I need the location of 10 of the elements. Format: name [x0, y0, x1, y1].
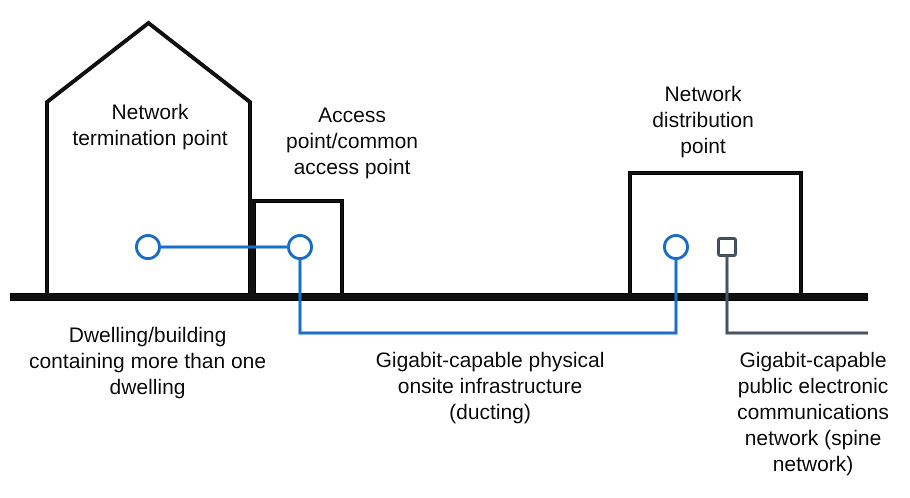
- building-label: Dwelling/building containing more than one dwelling: [28, 323, 267, 401]
- cable-line: [726, 257, 868, 334]
- edge-label: Gigabit-capable public electronic communications network (spine network): [736, 348, 890, 478]
- cable-line: [161, 246, 287, 248]
- network-port: [717, 237, 737, 257]
- edge-label: Gigabit-capable physical onsite infrastructure (ducting): [375, 348, 605, 426]
- cable-line: [298, 260, 678, 334]
- node-label: Access point/common access point: [285, 103, 419, 181]
- node-label: Network termination point: [71, 100, 229, 152]
- node-label: Network distribution point: [651, 82, 755, 160]
